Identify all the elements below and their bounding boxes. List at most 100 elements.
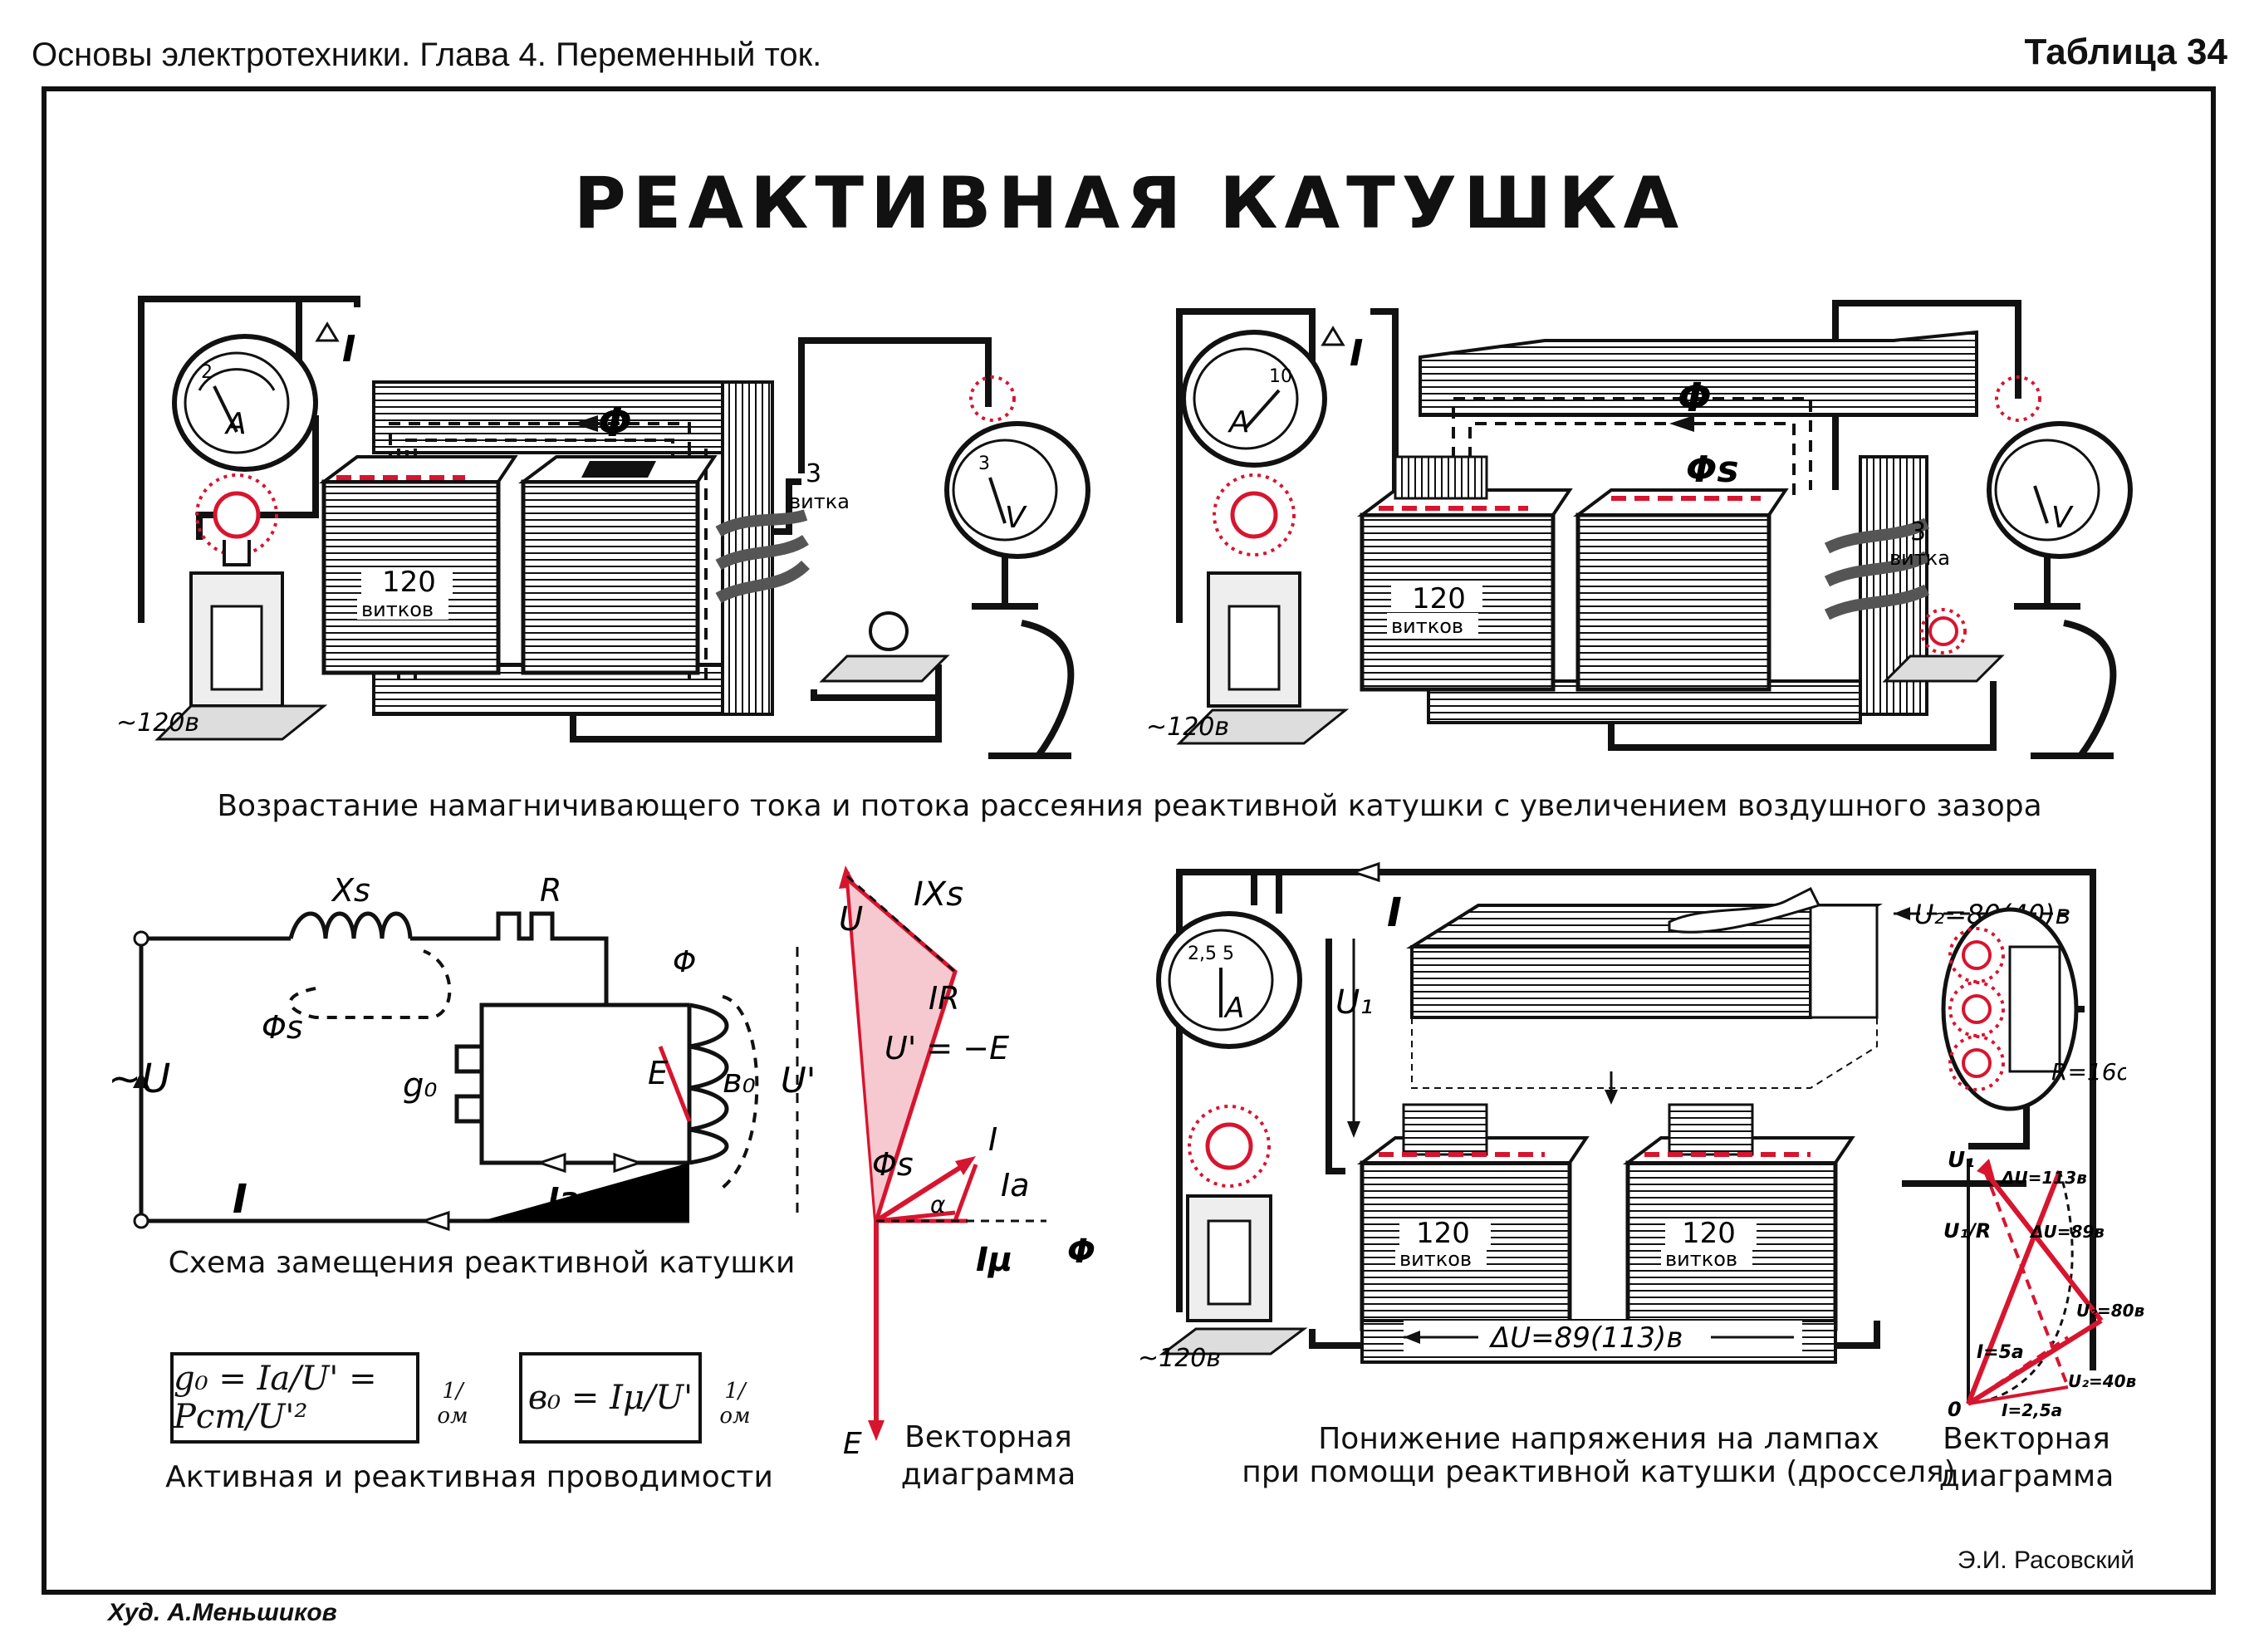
secondary-turns-word: витка — [789, 490, 850, 513]
small-lamp — [1882, 608, 2005, 683]
coil-turns-word-left: витков — [1399, 1248, 1472, 1271]
label-Imu: Iμ — [648, 1182, 681, 1216]
equiv-caption: Схема замещения реактивной катушки — [168, 1246, 796, 1280]
v1-I: I — [988, 1121, 997, 1158]
coil-hollow — [518, 455, 718, 675]
v2-dU1: ΔU=113в — [2000, 1168, 2087, 1188]
lamp-board — [1941, 907, 2079, 1111]
supply-label: ~120в — [1146, 713, 1229, 742]
v2-I1: I=5а — [1977, 1342, 2024, 1363]
coil-120: 120 витков — [1357, 455, 1573, 692]
top-caption: Возрастание намагничивающего тока и пото… — [217, 789, 2042, 823]
voltmeter: 3 V — [944, 375, 1090, 759]
supply-label: ~120в — [116, 708, 199, 738]
label-phi: Φ — [673, 945, 696, 979]
choke-caption-2: при помощи реактивной катушки (дросселя) — [1242, 1455, 1956, 1489]
poster-frame — [42, 86, 2216, 1595]
poster-title: РЕАКТИВНАЯ КАТУШКА — [573, 162, 1686, 245]
v2-U1R: U₁/R — [1943, 1219, 1991, 1243]
flux-label: Φ — [1678, 375, 1712, 421]
author-credit: Э.И. Расовский — [1957, 1547, 2134, 1574]
equivalent-circuit: Xs R Φs Φ ~U U' g₀ в₀ E I Ia Iμ — [108, 872, 816, 1232]
supply-label: ~120в — [1138, 1344, 1221, 1373]
v2-U1: U₁ — [1948, 1148, 1975, 1173]
choke-R: R=16ом — [2051, 1058, 2126, 1086]
coil-turns-right: 120 — [1682, 1217, 1736, 1250]
v1-caption-1: Векторная — [904, 1420, 1072, 1454]
coil-turns-word: витков — [361, 598, 434, 621]
v1-U1: U' = −E — [884, 1030, 1009, 1066]
ammeter-scale: 2,5 5 — [1188, 944, 1234, 964]
label-Xs: Xs — [331, 872, 370, 909]
v2-U2a: U₂=80в — [2076, 1301, 2144, 1321]
formula-b0-unit: 1/ом — [719, 1379, 751, 1429]
secondary-turns: 3 — [806, 459, 821, 488]
formulas-caption: Активная и реактивная проводимости — [165, 1460, 773, 1494]
v1-IR: IR — [929, 980, 960, 1017]
v1-phi-s: Φs — [872, 1146, 914, 1183]
choke-coil-right: 120 витков — [1623, 1103, 1855, 1331]
choke-dU: ΔU=89(113)в — [1488, 1321, 1683, 1355]
formula-g0-unit: 1/ом — [437, 1379, 468, 1429]
current-label: I — [1350, 332, 1363, 375]
v2-caption-2: диаграмма — [1938, 1459, 2114, 1493]
formula-g0: g₀ = Ia/U' = Pст/U'² — [170, 1352, 419, 1444]
voltmeter-letter: V — [2051, 501, 2074, 535]
experiment-right: I 10 A ~120в Φ Φs 120 витков — [1146, 300, 2133, 759]
choke-U1: U₁ — [1335, 983, 1373, 1022]
coil-turns-word-right: витков — [1665, 1248, 1737, 1271]
ammeter-letter: A — [1228, 405, 1250, 439]
voltmeter-scale: 3 — [978, 453, 990, 474]
reactor-core — [372, 380, 774, 716]
header-table-number: Таблица 34 — [2024, 32, 2227, 72]
lamp-left — [154, 473, 328, 741]
v2-dU2: ΔU=89в — [2029, 1222, 2105, 1242]
label-phi-s: Φs — [262, 1009, 303, 1046]
ammeter: 10 A — [1181, 330, 1327, 468]
v2-U2b: U₂=40в — [2068, 1371, 2136, 1391]
label-U1: U' — [781, 1060, 816, 1101]
choke-experiment: I U₁ 2,5 5 A ~120в 120 витков — [1138, 861, 2126, 1373]
v1-IXs: IXs — [914, 875, 963, 914]
coil-turns-left: 120 — [1416, 1217, 1470, 1250]
secondary-turns-word: витка — [1889, 547, 1950, 570]
ammeter-letter: A — [224, 407, 247, 441]
secondary-winding — [1824, 517, 1930, 620]
coil-turns: 120 — [382, 566, 436, 599]
coil-turns: 120 — [1412, 582, 1466, 615]
formula-b0: в₀ = Iμ/U' — [519, 1352, 702, 1444]
current-label: I — [342, 328, 355, 370]
v2-caption-1: Векторная — [1943, 1422, 2110, 1456]
choke-I: I — [1387, 890, 1402, 936]
v1-Phi: Φ — [1067, 1233, 1095, 1271]
flux-label: Φ — [598, 400, 632, 446]
voltmeter: V — [1987, 375, 2133, 759]
artist-credit: Худ. А.Меньшиков — [108, 1599, 337, 1626]
v1-alpha: α — [930, 1191, 946, 1218]
header-left: Основы электротехники. Глава 4. Переменн… — [32, 37, 822, 73]
label-b0: в₀ — [723, 1062, 756, 1101]
vector-diagram-2: U₁ U₁/R ΔU=113в ΔU=89в U₂=80в U₂=40в I=5… — [1943, 1148, 2144, 1421]
ammeter-letter: A — [1223, 992, 1244, 1025]
ammeter: 2 A — [172, 334, 318, 472]
small-lamp — [819, 611, 950, 683]
label-R: R — [540, 872, 561, 909]
coil-turns-word: витков — [1391, 615, 1463, 638]
label-Ia: Ia — [548, 1182, 580, 1216]
coil-hollow — [1573, 488, 1789, 692]
v2-O: 0 — [1948, 1398, 1962, 1421]
experiment-left: I 2 A ~120в Φ 120 витков — [116, 296, 1090, 759]
secondary-winding — [715, 509, 810, 604]
v2-I2: I=2,5а — [2002, 1400, 2062, 1420]
vector-diagram-1: U IXs IR U' = −E Φs I Ia α Iμ Φ E — [839, 865, 1095, 1461]
lifted-yoke — [1406, 886, 1883, 1105]
label-E: E — [648, 1055, 668, 1091]
coil-120: 120 витков — [319, 455, 518, 675]
secondary-turns: 3 — [1910, 517, 1926, 547]
label-I: I — [233, 1176, 247, 1223]
v1-U: U — [839, 900, 863, 939]
voltmeter-letter: V — [1005, 501, 1027, 535]
v1-Ia: Ia — [1001, 1167, 1030, 1203]
leak-flux-label: Φs — [1686, 449, 1739, 491]
label-g0: g₀ — [403, 1066, 437, 1105]
